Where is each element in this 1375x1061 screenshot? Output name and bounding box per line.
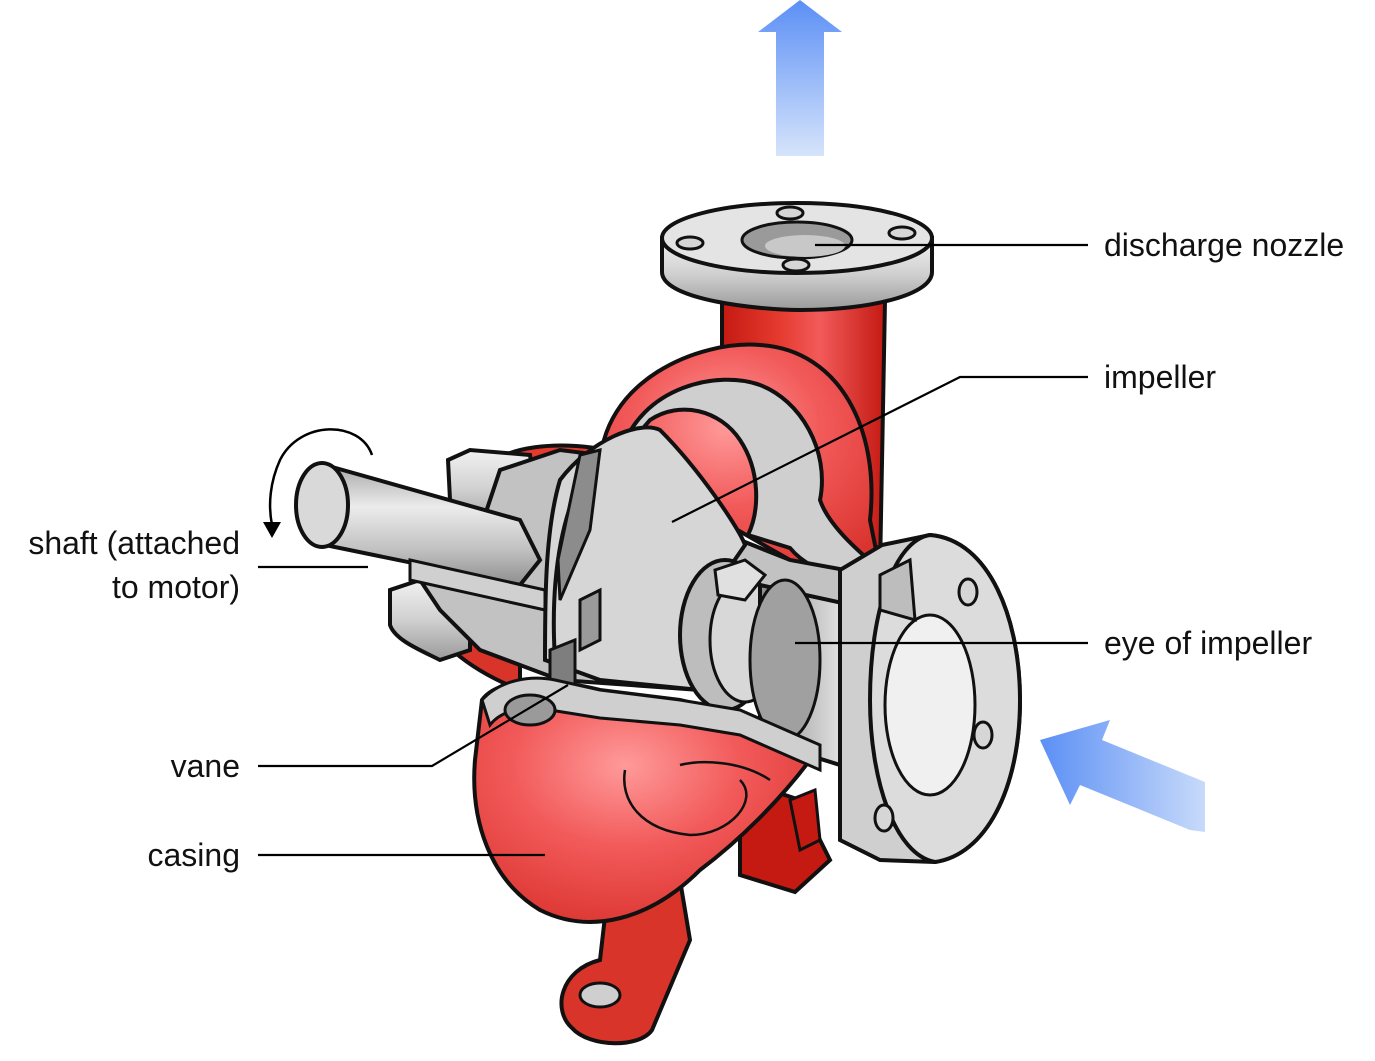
vane-upper [556,448,602,601]
label-eye-of-impeller: eye of impeller [1104,625,1313,661]
leader-impeller [671,375,1088,523]
leader-lines [258,243,1088,857]
label-shaft-line1: shaft (attached [28,525,240,561]
curved-rotation-arrow-icon [263,428,374,538]
eye-of-impeller [678,558,782,712]
inlet-flow-arrow-icon [1040,720,1205,832]
up-flow-arrow-icon [758,0,842,156]
label-impeller: impeller [1104,359,1217,395]
discharge-flange [660,201,934,313]
label-discharge-nozzle: discharge nozzle [1104,227,1345,263]
shaft [294,461,547,612]
leader-vane [258,684,569,768]
label-casing: casing [147,837,241,873]
mounting-foot [559,877,693,1046]
suction-flange [838,532,1023,865]
label-vane: vane [170,748,240,784]
label-shaft-line2: to motor) [111,569,240,605]
